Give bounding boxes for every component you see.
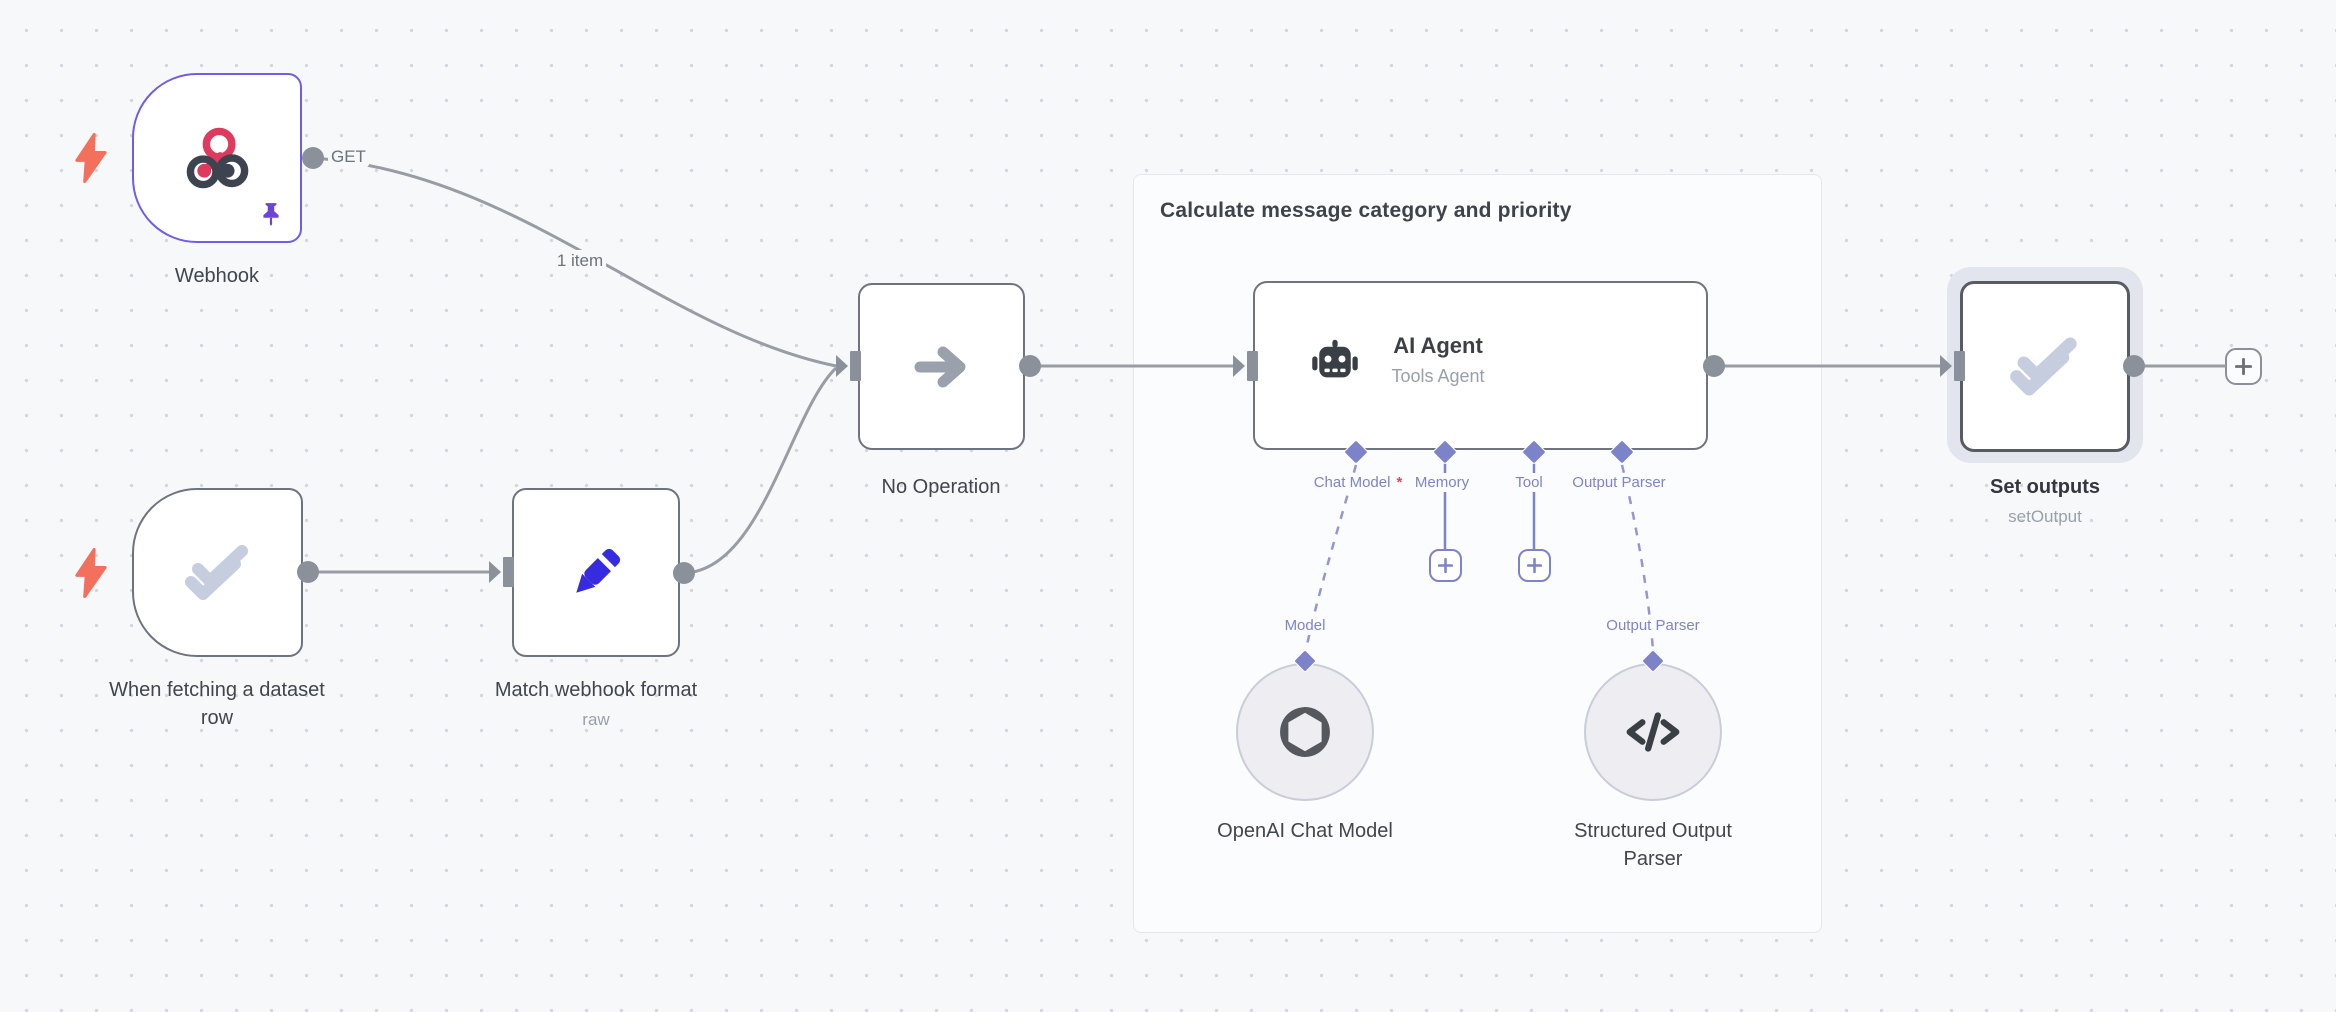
trigger-bolt-icon — [75, 133, 107, 183]
webhook-icon — [186, 127, 249, 189]
edge-agent-to-chat-model[interactable] — [1304, 464, 1358, 651]
port-output-parser-diamond[interactable] — [1610, 440, 1634, 464]
port-memory-diamond[interactable] — [1433, 440, 1457, 464]
double-check-icon — [184, 544, 248, 600]
model-port-label: Model — [1205, 616, 1405, 635]
port-label-memory: Memory — [1370, 473, 1520, 492]
robot-icon — [1312, 339, 1358, 378]
input-port-match[interactable] — [489, 557, 514, 587]
node-ai-agent[interactable] — [1253, 281, 1708, 450]
node-openai-chat-model[interactable] — [1236, 663, 1374, 801]
set-outputs-label: Set outputs — [1990, 476, 2100, 498]
node-dataset-trigger[interactable] — [132, 488, 303, 657]
plus-icon — [2234, 357, 2253, 376]
pin-icon — [263, 203, 279, 226]
edge-match-to-noop[interactable] — [683, 366, 838, 575]
match-format-subtitle: raw — [582, 710, 610, 729]
port-chat-model-diamond[interactable] — [1344, 440, 1368, 464]
webhook-label: Webhook — [174, 265, 260, 287]
output-port-noop[interactable] — [1019, 355, 1041, 377]
set-outputs-subtitle: setOutput — [2008, 507, 2082, 526]
code-icon — [1626, 712, 1680, 752]
plus-icon — [1437, 557, 1454, 574]
port-parser-diamond[interactable] — [1642, 650, 1664, 672]
openai-model-label: OpenAI Chat Model — [1217, 820, 1393, 842]
plus-icon — [1526, 557, 1543, 574]
input-port-agent[interactable] — [1233, 351, 1258, 381]
group-note-title: Calculate message category and priority — [1160, 199, 1572, 222]
add-tool-button[interactable] — [1518, 549, 1551, 582]
node-match-webhook-format[interactable] — [512, 488, 680, 657]
edge-agent-to-output-parser[interactable] — [1620, 464, 1655, 651]
output-port-setoutputs[interactable] — [2123, 355, 2145, 377]
pencil-icon — [576, 548, 621, 593]
output-port-match[interactable] — [673, 562, 695, 584]
add-node-button[interactable] — [2225, 348, 2262, 385]
ai-agent-title: AI Agent — [1393, 333, 1483, 358]
no-operation-label: No Operation — [881, 476, 1001, 498]
edge-items-label: 1 item — [505, 250, 655, 271]
node-structured-output-parser[interactable] — [1584, 663, 1722, 801]
port-label-tool: Tool — [1457, 473, 1607, 492]
match-format-label: Match webhook format — [494, 679, 698, 701]
add-memory-button[interactable] — [1429, 549, 1462, 582]
output-parser-port-label: Output Parser — [1553, 616, 1753, 635]
trigger-bolt-icon — [75, 548, 107, 598]
input-port-noop[interactable] — [836, 351, 861, 381]
ai-agent-text: AI Agent Tools Agent — [1338, 333, 1538, 387]
output-port-agent[interactable] — [1703, 355, 1725, 377]
port-label-output-parser: Output Parser — [1547, 473, 1697, 492]
node-webhook[interactable] — [132, 73, 302, 243]
structured-parser-label: Structured Output Parser — [1574, 820, 1732, 870]
output-port-dataset[interactable] — [297, 561, 319, 583]
openai-icon — [1280, 707, 1330, 757]
output-port-webhook[interactable] — [302, 147, 324, 169]
arrow-right-icon — [914, 346, 965, 387]
port-tool-diamond[interactable] — [1522, 440, 1546, 464]
port-model-diamond[interactable] — [1294, 650, 1316, 672]
webhook-method-label: GET — [328, 146, 388, 167]
double-check-icon — [2010, 336, 2077, 395]
port-label-chat-model: Chat Model* — [1283, 473, 1433, 492]
ai-agent-subtitle: Tools Agent — [1391, 366, 1485, 386]
input-port-setoutputs[interactable] — [1940, 351, 1965, 381]
dataset-trigger-label: When fetching a dataset row — [109, 679, 325, 729]
